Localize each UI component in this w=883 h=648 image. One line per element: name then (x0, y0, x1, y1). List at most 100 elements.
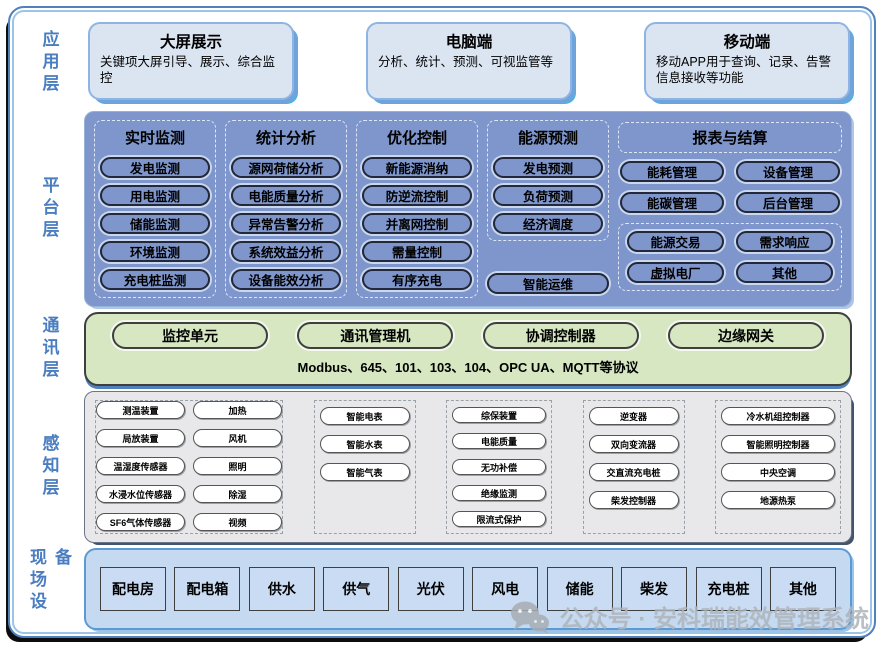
platform-item: 异常告警分析 (231, 213, 341, 234)
platform-item: 充电桩监测 (100, 269, 210, 290)
perception-item: SF6气体传感器 (96, 513, 185, 531)
perception-item: 智能电表 (319, 407, 410, 425)
platform-forecast-box: 能源预测 发电预测 负荷预测 经济调度 (487, 120, 609, 241)
platform-item: 并离网控制 (362, 213, 472, 234)
perception-item: 除湿 (193, 485, 282, 503)
platform-item: 新能源消纳 (362, 157, 472, 178)
perception-group-protection-devices: 综保装置 电能质量 无功补偿 绝缘监测 限流式保护 (446, 400, 552, 534)
app-card-pc: 电脑端 分析、统计、预测、可视监管等 (366, 22, 572, 100)
field-device-box: 储能 (546, 567, 613, 611)
perception-item: 交直流充电桩 (588, 463, 679, 481)
field-device-box: 供气 (323, 567, 390, 611)
layer-label-application: 应用层 (39, 30, 59, 96)
perception-item: 限流式保护 (452, 511, 546, 527)
perception-item: 视频 (193, 513, 282, 531)
perception-group-hvac-controllers: 冷水机组控制器 智能照明控制器 中央空调 地源热泵 (715, 400, 841, 534)
platform-item: 虚拟电厂 (627, 262, 724, 283)
app-card-title: 大屏展示 (159, 34, 222, 51)
field-device-box: 充电桩 (695, 567, 762, 611)
platform-item: 储能监测 (100, 213, 210, 234)
app-card-desc: 移动APP用于查询、记录、告警信息接收等功能 (656, 55, 832, 86)
platform-column-title: 实时监测 (124, 130, 185, 147)
platform-column-title: 统计分析 (255, 130, 316, 147)
platform-item: 环境监测 (100, 241, 210, 262)
app-card-mobile: 移动端 移动APP用于查询、记录、告警信息接收等功能 (644, 22, 850, 100)
platform-item: 电能质量分析 (231, 185, 341, 206)
app-card-desc: 关键项大屏引导、展示、综合监控 (100, 55, 276, 86)
platform-item: 源网荷储分析 (231, 157, 341, 178)
platform-item: 用电监测 (100, 185, 210, 206)
perception-layer: 测温装置 加热 局放装置 风机 温湿度传感器 照明 水浸水位传感器 除湿 SF6… (84, 391, 852, 543)
field-device-box: 供水 (248, 567, 315, 611)
platform-item: 能耗管理 (620, 161, 724, 182)
perception-item: 局放装置 (96, 429, 185, 447)
field-device-box: 配电房 (100, 567, 166, 611)
platform-column-realtime-monitoring: 实时监测 发电监测 用电监测 储能监测 环境监测 充电桩监测 (94, 120, 216, 298)
platform-item: 经济调度 (493, 213, 603, 234)
layer-label-perception: 感知层 (39, 434, 59, 500)
layer-label-platform: 平台层 (39, 176, 59, 242)
perception-group-smart-meters: 智能电表 智能水表 智能气表 (313, 400, 416, 534)
platform-column-title: 优化控制 (386, 130, 447, 147)
platform-item: 发电监测 (100, 157, 210, 178)
platform-item: 发电预测 (493, 157, 603, 178)
platform-item: 能源交易 (627, 231, 724, 252)
layer-label-communication: 通讯层 (39, 316, 59, 382)
architecture-diagram-frame: 应用层 大屏展示 关键项大屏引导、展示、综合监控 电脑端 分析、统计、预测、可视… (8, 6, 876, 638)
communication-device: 监控单元 (112, 322, 268, 349)
application-layer-row: 大屏展示 关键项大屏引导、展示、综合监控 电脑端 分析、统计、预测、可视监管等 … (84, 20, 852, 106)
perception-item: 测温装置 (96, 401, 185, 419)
platform-item: 其他 (736, 262, 833, 283)
platform-item: 能碳管理 (620, 192, 724, 213)
platform-reports-area: 报表与结算 能耗管理 设备管理 能碳管理 后台管理 能源交易 需求响应 虚拟电厂… (618, 120, 842, 298)
perception-item: 温湿度传感器 (96, 457, 185, 475)
platform-reports-title: 报表与结算 (692, 130, 768, 147)
platform-column-optimization-control: 优化控制 新能源消纳 防逆流控制 并离网控制 需量控制 有序充电 (356, 120, 478, 298)
field-device-box: 柴发 (621, 567, 688, 611)
app-card-title: 电脑端 (445, 34, 493, 51)
field-device-box: 风电 (472, 567, 539, 611)
platform-item: 负荷预测 (493, 185, 603, 206)
communication-device: 边缘网关 (667, 322, 824, 349)
perception-item: 风机 (193, 429, 282, 447)
communication-device: 通讯管理机 (297, 322, 454, 349)
platform-item: 后台管理 (736, 192, 840, 213)
perception-item: 双向变流器 (588, 435, 679, 453)
communication-devices-row: 监控单元 通讯管理机 协调控制器 边缘网关 (112, 322, 824, 349)
perception-item: 绝缘监测 (452, 485, 546, 501)
perception-item: 地源热泵 (721, 491, 835, 509)
platform-item-smart-ops: 智能运维 (487, 273, 609, 294)
perception-item: 智能水表 (319, 435, 410, 453)
communication-protocols-text: Modbus、645、101、103、104、OPC UA、MQTT等协议 (297, 360, 639, 375)
perception-item: 冷水机组控制器 (721, 407, 835, 425)
platform-reports-grid: 能耗管理 设备管理 能碳管理 后台管理 (618, 161, 842, 213)
communication-device: 协调控制器 (482, 322, 639, 349)
app-card-title: 移动端 (723, 34, 771, 51)
field-device-box: 其他 (769, 567, 836, 611)
field-device-box: 光伏 (397, 567, 464, 611)
platform-item: 设备能效分析 (231, 269, 341, 290)
perception-item: 逆变器 (588, 407, 679, 425)
perception-group-substation-sensors: 测温装置 加热 局放装置 风机 温湿度传感器 照明 水浸水位传感器 除湿 SF6… (95, 400, 283, 534)
perception-item: 智能照明控制器 (721, 435, 835, 453)
platform-reports-subgrid: 能源交易 需求响应 虚拟电厂 其他 (618, 223, 842, 291)
app-card-desc: 分析、统计、预测、可视监管等 (378, 55, 554, 69)
layer-label-field-devices: 现场设备 (27, 548, 71, 614)
perception-item: 电能质量 (452, 433, 546, 449)
communication-layer: 监控单元 通讯管理机 协调控制器 边缘网关 Modbus、645、101、103… (84, 312, 852, 386)
platform-item: 设备管理 (736, 161, 840, 182)
platform-item: 需量控制 (362, 241, 472, 262)
platform-column-statistics: 统计分析 源网荷储分析 电能质量分析 异常告警分析 系统效益分析 设备能效分析 (225, 120, 347, 298)
perception-group-converters: 逆变器 双向变流器 交直流充电桩 柴发控制器 (582, 400, 685, 534)
platform-item: 防逆流控制 (362, 185, 472, 206)
platform-item: 系统效益分析 (231, 241, 341, 262)
perception-item: 照明 (193, 457, 282, 475)
platform-reports-title-box: 报表与结算 (618, 122, 842, 153)
perception-item: 智能气表 (319, 463, 410, 481)
platform-item: 需求响应 (736, 231, 833, 252)
perception-item: 无功补偿 (452, 459, 546, 475)
platform-item: 有序充电 (362, 269, 472, 290)
platform-layer: 实时监测 发电监测 用电监测 储能监测 环境监测 充电桩监测 统计分析 源网荷储… (84, 111, 852, 307)
app-card-bigscreen: 大屏展示 关键项大屏引导、展示、综合监控 (88, 22, 294, 100)
perception-item: 水浸水位传感器 (96, 485, 185, 503)
